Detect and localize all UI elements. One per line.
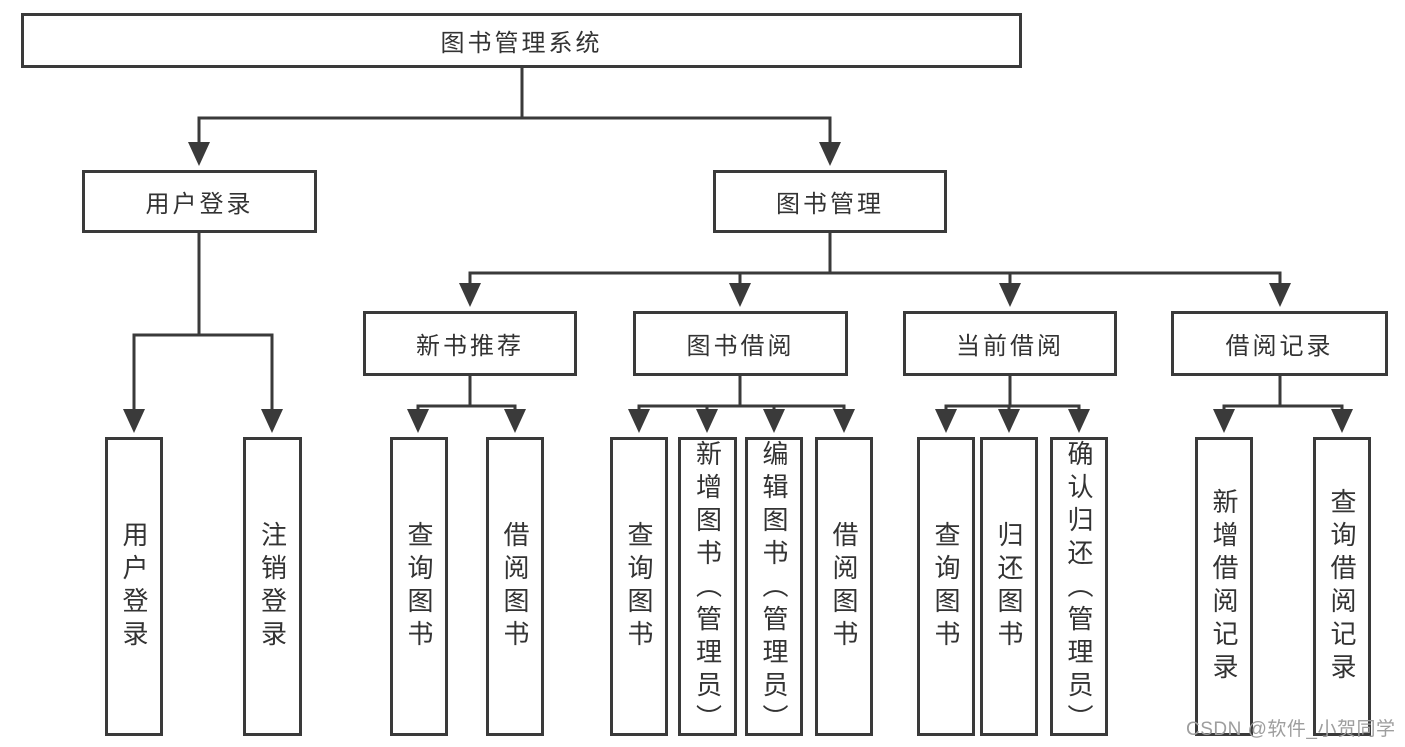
node-book-borrowing: 图书借阅 xyxy=(633,311,848,376)
leaf-edit-books-admin: 编辑图书（管理员） xyxy=(745,437,803,737)
node-book-management: 图书管理 xyxy=(713,170,947,233)
leaf-return-books: 归还图书 xyxy=(980,437,1038,736)
node-library-management-system: 图书管理系统 xyxy=(21,13,1022,68)
csdn-watermark: CSDN @软件_小贺同学 xyxy=(1186,719,1396,740)
node-current-borrowing: 当前借阅 xyxy=(903,311,1117,376)
leaf-logout: 注销登录 xyxy=(243,437,302,736)
leaf-add-borrow-record: 新增借阅记录 xyxy=(1195,437,1253,736)
leaf-query-borrow-record: 查询借阅记录 xyxy=(1313,437,1371,736)
node-borrowing-records: 借阅记录 xyxy=(1171,311,1388,376)
leaf-user-login: 用户登录 xyxy=(105,437,163,736)
leaf-add-books-admin: 新增图书（管理员） xyxy=(678,437,737,737)
leaf-recommend-query-books: 查询图书 xyxy=(390,437,448,736)
leaf-current-query-books: 查询图书 xyxy=(917,437,975,736)
leaf-borrow-books: 借阅图书 xyxy=(815,437,873,736)
leaf-borrowing-query-books: 查询图书 xyxy=(610,437,668,736)
leaf-confirm-return-admin: 确认归还（管理员） xyxy=(1050,437,1108,737)
node-new-book-recommendation: 新书推荐 xyxy=(363,311,577,376)
arrowheads xyxy=(123,142,1353,433)
node-user-login: 用户登录 xyxy=(82,170,317,233)
leaf-recommend-borrow-books: 借阅图书 xyxy=(486,437,544,736)
